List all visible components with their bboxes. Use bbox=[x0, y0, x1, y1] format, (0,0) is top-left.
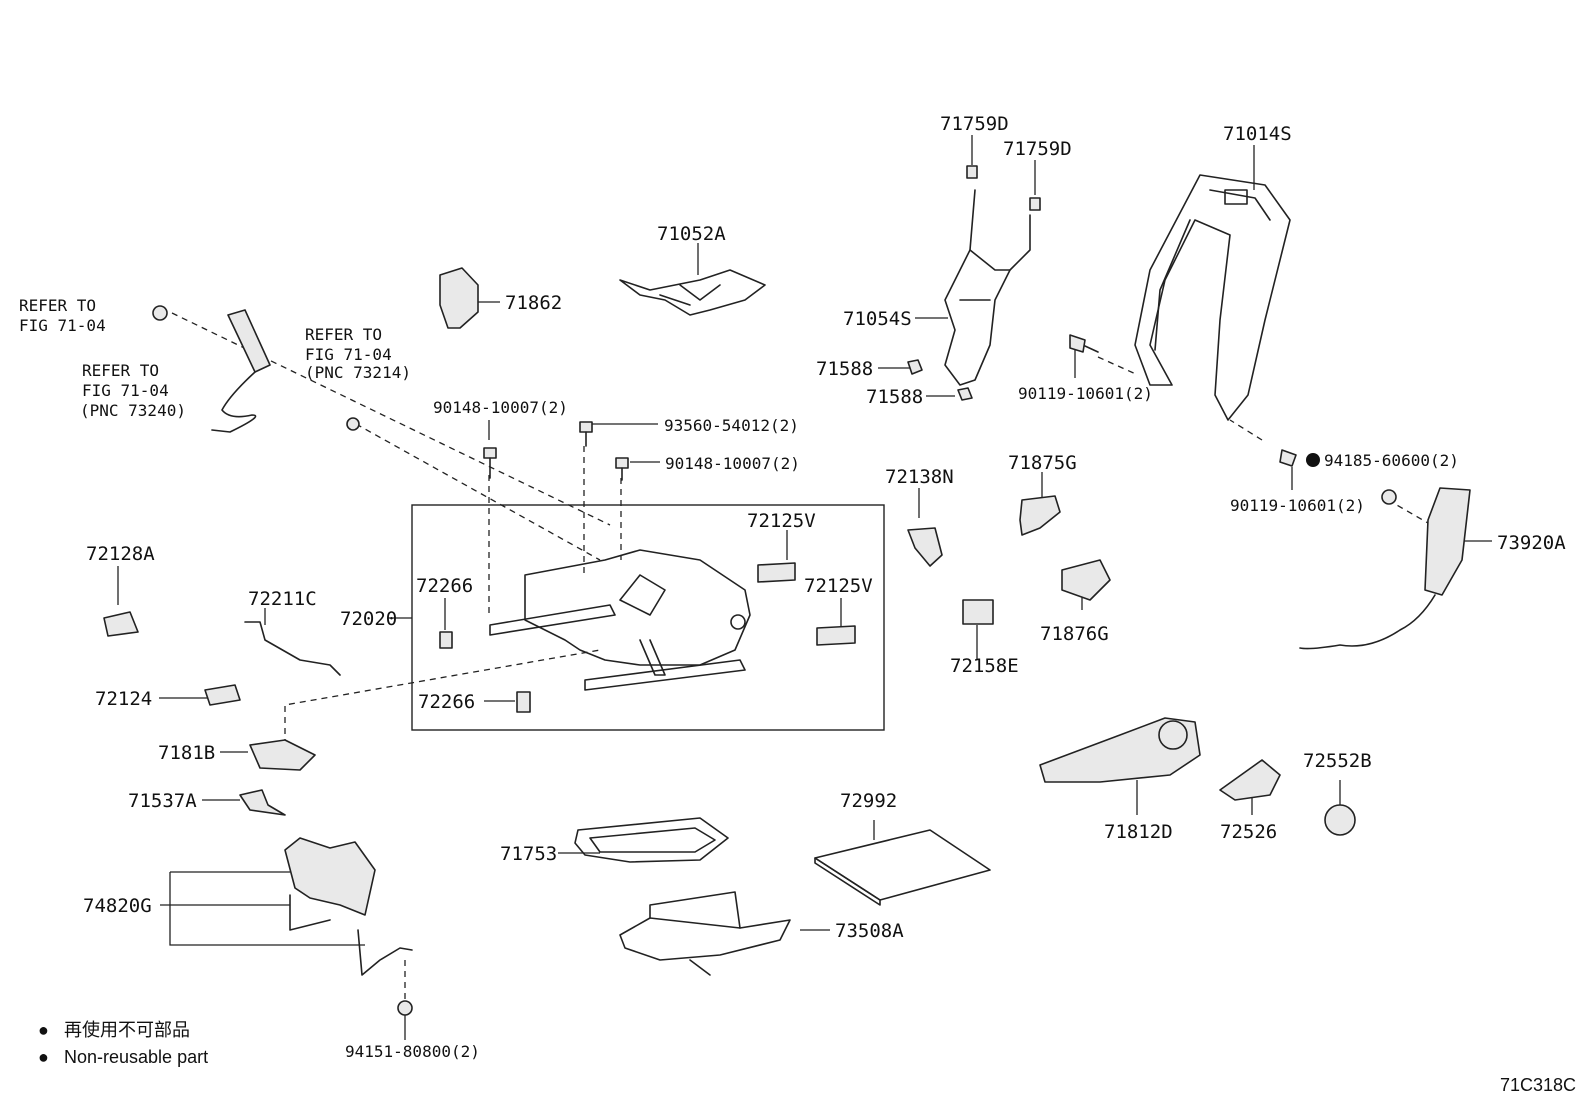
seat-spring-pad bbox=[814, 829, 991, 906]
part-label: 90148-10007(2) bbox=[665, 454, 800, 473]
part-label: 72526 bbox=[1220, 821, 1277, 843]
reference-line: FIG 71-04 bbox=[19, 316, 106, 335]
reference-note-anchor: REFER TO FIG 71-04 (PNC 73214) bbox=[305, 325, 411, 382]
part-label: 71862 bbox=[505, 292, 562, 314]
part-label: 71759D bbox=[940, 113, 1009, 135]
lower-side-cover bbox=[284, 837, 413, 976]
part-label: 72211C bbox=[248, 588, 317, 610]
headrest-support-cover bbox=[439, 267, 479, 329]
left-side-parts bbox=[103, 611, 341, 816]
seat-adjuster-group-box bbox=[411, 504, 885, 731]
clips-and-bolts bbox=[397, 334, 1397, 1016]
part-label: 71875G bbox=[1008, 452, 1077, 474]
reference-line: REFER TO bbox=[82, 361, 159, 380]
recliner-knob-and-cap bbox=[1219, 759, 1356, 836]
legend-text-japanese: 再使用不可部品 bbox=[64, 1020, 190, 1040]
part-label: 94151-80800(2) bbox=[345, 1042, 480, 1061]
part-label: 72992 bbox=[840, 790, 897, 812]
legend: ● 再使用不可部品 ● Non-reusable part bbox=[38, 1020, 208, 1067]
leader-lines bbox=[117, 135, 1492, 1040]
part-label: 72124 bbox=[95, 688, 152, 710]
part-label: 72125V bbox=[804, 575, 873, 597]
part-label: 72552B bbox=[1303, 750, 1372, 772]
seat-track-adjuster bbox=[489, 549, 751, 691]
reference-line: REFER TO bbox=[19, 296, 96, 315]
part-label: 72020 bbox=[340, 608, 397, 630]
seat-pan-frame bbox=[574, 817, 729, 863]
non-reusable-marker bbox=[1306, 453, 1320, 467]
airbag-module bbox=[1299, 487, 1471, 650]
reference-note-buckle: REFER TO FIG 71-04 (PNC 73240) bbox=[80, 361, 186, 420]
part-label: 71876G bbox=[1040, 623, 1109, 645]
part-label: 71588 bbox=[816, 358, 873, 380]
part-label: 90148-10007(2) bbox=[433, 398, 568, 417]
part-label: 94185-60600(2) bbox=[1324, 451, 1459, 470]
part-label: 71812D bbox=[1104, 821, 1173, 843]
side-trim-shield bbox=[1039, 717, 1201, 783]
part-label: 74820G bbox=[83, 895, 152, 917]
seat-spring-wire bbox=[619, 891, 791, 976]
part-label: 71014S bbox=[1223, 123, 1292, 145]
legend-marker: ● bbox=[38, 1020, 49, 1040]
part-label: 7181B bbox=[158, 742, 215, 764]
part-label: 71588 bbox=[866, 386, 923, 408]
reference-note-left: REFER TO FIG 71-04 bbox=[19, 296, 106, 335]
part-label: 71054S bbox=[843, 308, 912, 330]
part-label: 72158E bbox=[950, 655, 1019, 677]
part-label: 90119-10601(2) bbox=[1230, 496, 1365, 515]
reference-line: FIG 71-04 bbox=[305, 345, 392, 364]
part-label: 72266 bbox=[418, 691, 475, 713]
part-label: 90119-10601(2) bbox=[1018, 384, 1153, 403]
part-labels: 71759D 71759D 71014S 71052A 71862 71054S… bbox=[83, 113, 1566, 1061]
reference-line: REFER TO bbox=[305, 325, 382, 344]
part-label: 71537A bbox=[128, 790, 197, 812]
recliner-cover-parts bbox=[907, 495, 1111, 625]
part-label: 72138N bbox=[885, 466, 954, 488]
part-label: 72266 bbox=[416, 575, 473, 597]
legend-marker: ● bbox=[38, 1047, 49, 1067]
part-label: 93560-54012(2) bbox=[664, 416, 799, 435]
reference-pnc: (PNC 73214) bbox=[305, 363, 411, 382]
lumbar-support-assembly bbox=[944, 165, 1041, 386]
wire-harness bbox=[619, 269, 766, 316]
part-label: 72128A bbox=[86, 543, 155, 565]
legend-text-english: Non-reusable part bbox=[64, 1047, 208, 1067]
part-label: 73920A bbox=[1497, 532, 1566, 554]
small-brackets bbox=[439, 562, 856, 713]
reference-line: FIG 71-04 bbox=[82, 381, 169, 400]
reference-pnc: (PNC 73240) bbox=[80, 401, 186, 420]
part-label: 71753 bbox=[500, 843, 557, 865]
diagram-id: 71C318C bbox=[1500, 1075, 1576, 1095]
part-label: 71759D bbox=[1003, 138, 1072, 160]
part-label: 72125V bbox=[747, 510, 816, 532]
seat-back-frame bbox=[1134, 174, 1291, 421]
part-label: 73508A bbox=[835, 920, 904, 942]
seat-belt-buckle bbox=[152, 305, 360, 433]
part-label: 71052A bbox=[657, 223, 726, 245]
